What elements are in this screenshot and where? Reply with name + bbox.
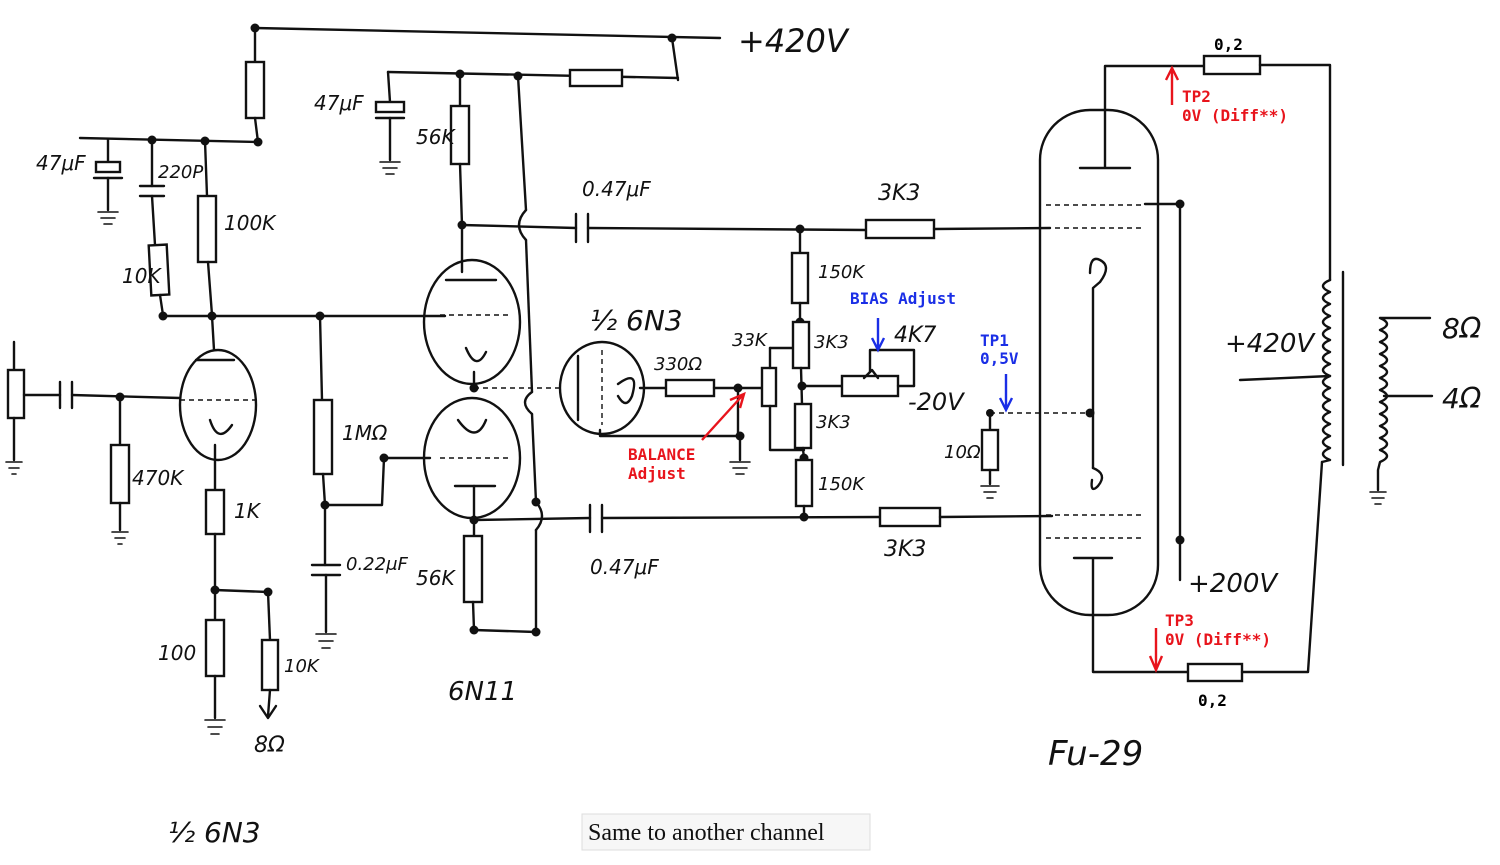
bias-voltage-label: -20V xyxy=(908,388,965,416)
res-150k-bot-label: 150K xyxy=(818,474,865,495)
b-plus-rail xyxy=(244,23,722,144)
bias-adjust-label: BIAS Adjust xyxy=(850,289,956,308)
res-100k-label: 100K xyxy=(224,211,277,235)
inverter-tube-label: ½ 6N3 xyxy=(590,304,683,337)
res-10k-top-label: 10K xyxy=(122,264,162,288)
input-tube-label: ½ 6N3 xyxy=(168,816,261,849)
res-10k-fb-label: 10K xyxy=(284,656,320,677)
driver-6n11 xyxy=(310,68,680,649)
pot-4k7-label: 4K7 xyxy=(894,323,936,348)
res-10r-label: 10Ω xyxy=(944,442,981,463)
caption-text: Same to another channel xyxy=(588,820,825,846)
balance-adjust-line2: Adjust xyxy=(628,464,686,483)
res-3k3-a-label: 3K3 xyxy=(814,332,849,353)
driver-tube-label: 6N11 xyxy=(448,677,517,707)
balance-adjust-line1: BALANCE xyxy=(628,445,695,464)
screen-voltage-label: +200V xyxy=(1188,569,1279,599)
tp2-value: 0V (Diff**) xyxy=(1182,106,1288,125)
cap-220p-label: 220P xyxy=(158,162,203,183)
cap-022u-label: 0.22μF xyxy=(346,554,409,575)
res-330-label: 330Ω xyxy=(654,354,702,375)
res-3k3-grid-bot-label: 3K3 xyxy=(884,537,926,562)
b-plus-top-label: +420V xyxy=(738,22,850,60)
input-stage-decoupling xyxy=(78,135,263,321)
res-56k-bot-label: 56K xyxy=(416,566,456,590)
output-8r-label: 8Ω xyxy=(1442,312,1482,345)
bias-divider xyxy=(790,227,916,519)
res-56k-top-label: 56K xyxy=(416,125,456,149)
annotation-arrows xyxy=(701,65,1180,674)
res-1m-label: 1MΩ xyxy=(342,421,388,445)
cap-047u-top-label: 0.47μF xyxy=(582,177,651,201)
pot-33k-label: 33K xyxy=(732,330,768,351)
res-02-bot-label: 0,2 xyxy=(1198,691,1227,710)
output-tube-fu29 xyxy=(1038,54,1332,683)
res-150k-top-label: 150K xyxy=(818,262,865,283)
cap-047u-bot-label: 0.47μF xyxy=(590,555,659,579)
tp3-value: 0V (Diff**) xyxy=(1165,630,1271,649)
cap-47u-left-label: 47μF xyxy=(36,151,86,175)
output-tube-label: Fu-29 xyxy=(1048,734,1143,774)
tp1-label: TP1 xyxy=(980,331,1009,350)
cap-47u-mid-label: 47μF xyxy=(314,91,364,115)
tp2-label: TP2 xyxy=(1182,87,1211,106)
coupling-network xyxy=(460,212,1054,534)
b-plus-transformer-label: +420V xyxy=(1225,329,1316,359)
feedback-tap-label: 8Ω xyxy=(254,733,285,758)
caption-box xyxy=(581,813,871,851)
tp1-value: 0,5V xyxy=(980,349,1019,368)
output-transformer xyxy=(1238,270,1434,505)
res-1k-label: 1K xyxy=(234,499,262,523)
phase-inverter xyxy=(558,340,806,475)
tp3-label: TP3 xyxy=(1165,611,1194,630)
res-02-top-label: 0,2 xyxy=(1214,35,1243,54)
input-triode xyxy=(5,314,280,735)
res-470k-label: 470K xyxy=(132,466,185,490)
output-4r-label: 4Ω xyxy=(1442,382,1482,415)
res-100-label: 100 xyxy=(158,641,196,665)
res-3k3-b-label: 3K3 xyxy=(816,412,851,433)
res-3k3-grid-top-label: 3K3 xyxy=(878,181,920,206)
tp1-cathode-resistor xyxy=(980,409,1090,499)
